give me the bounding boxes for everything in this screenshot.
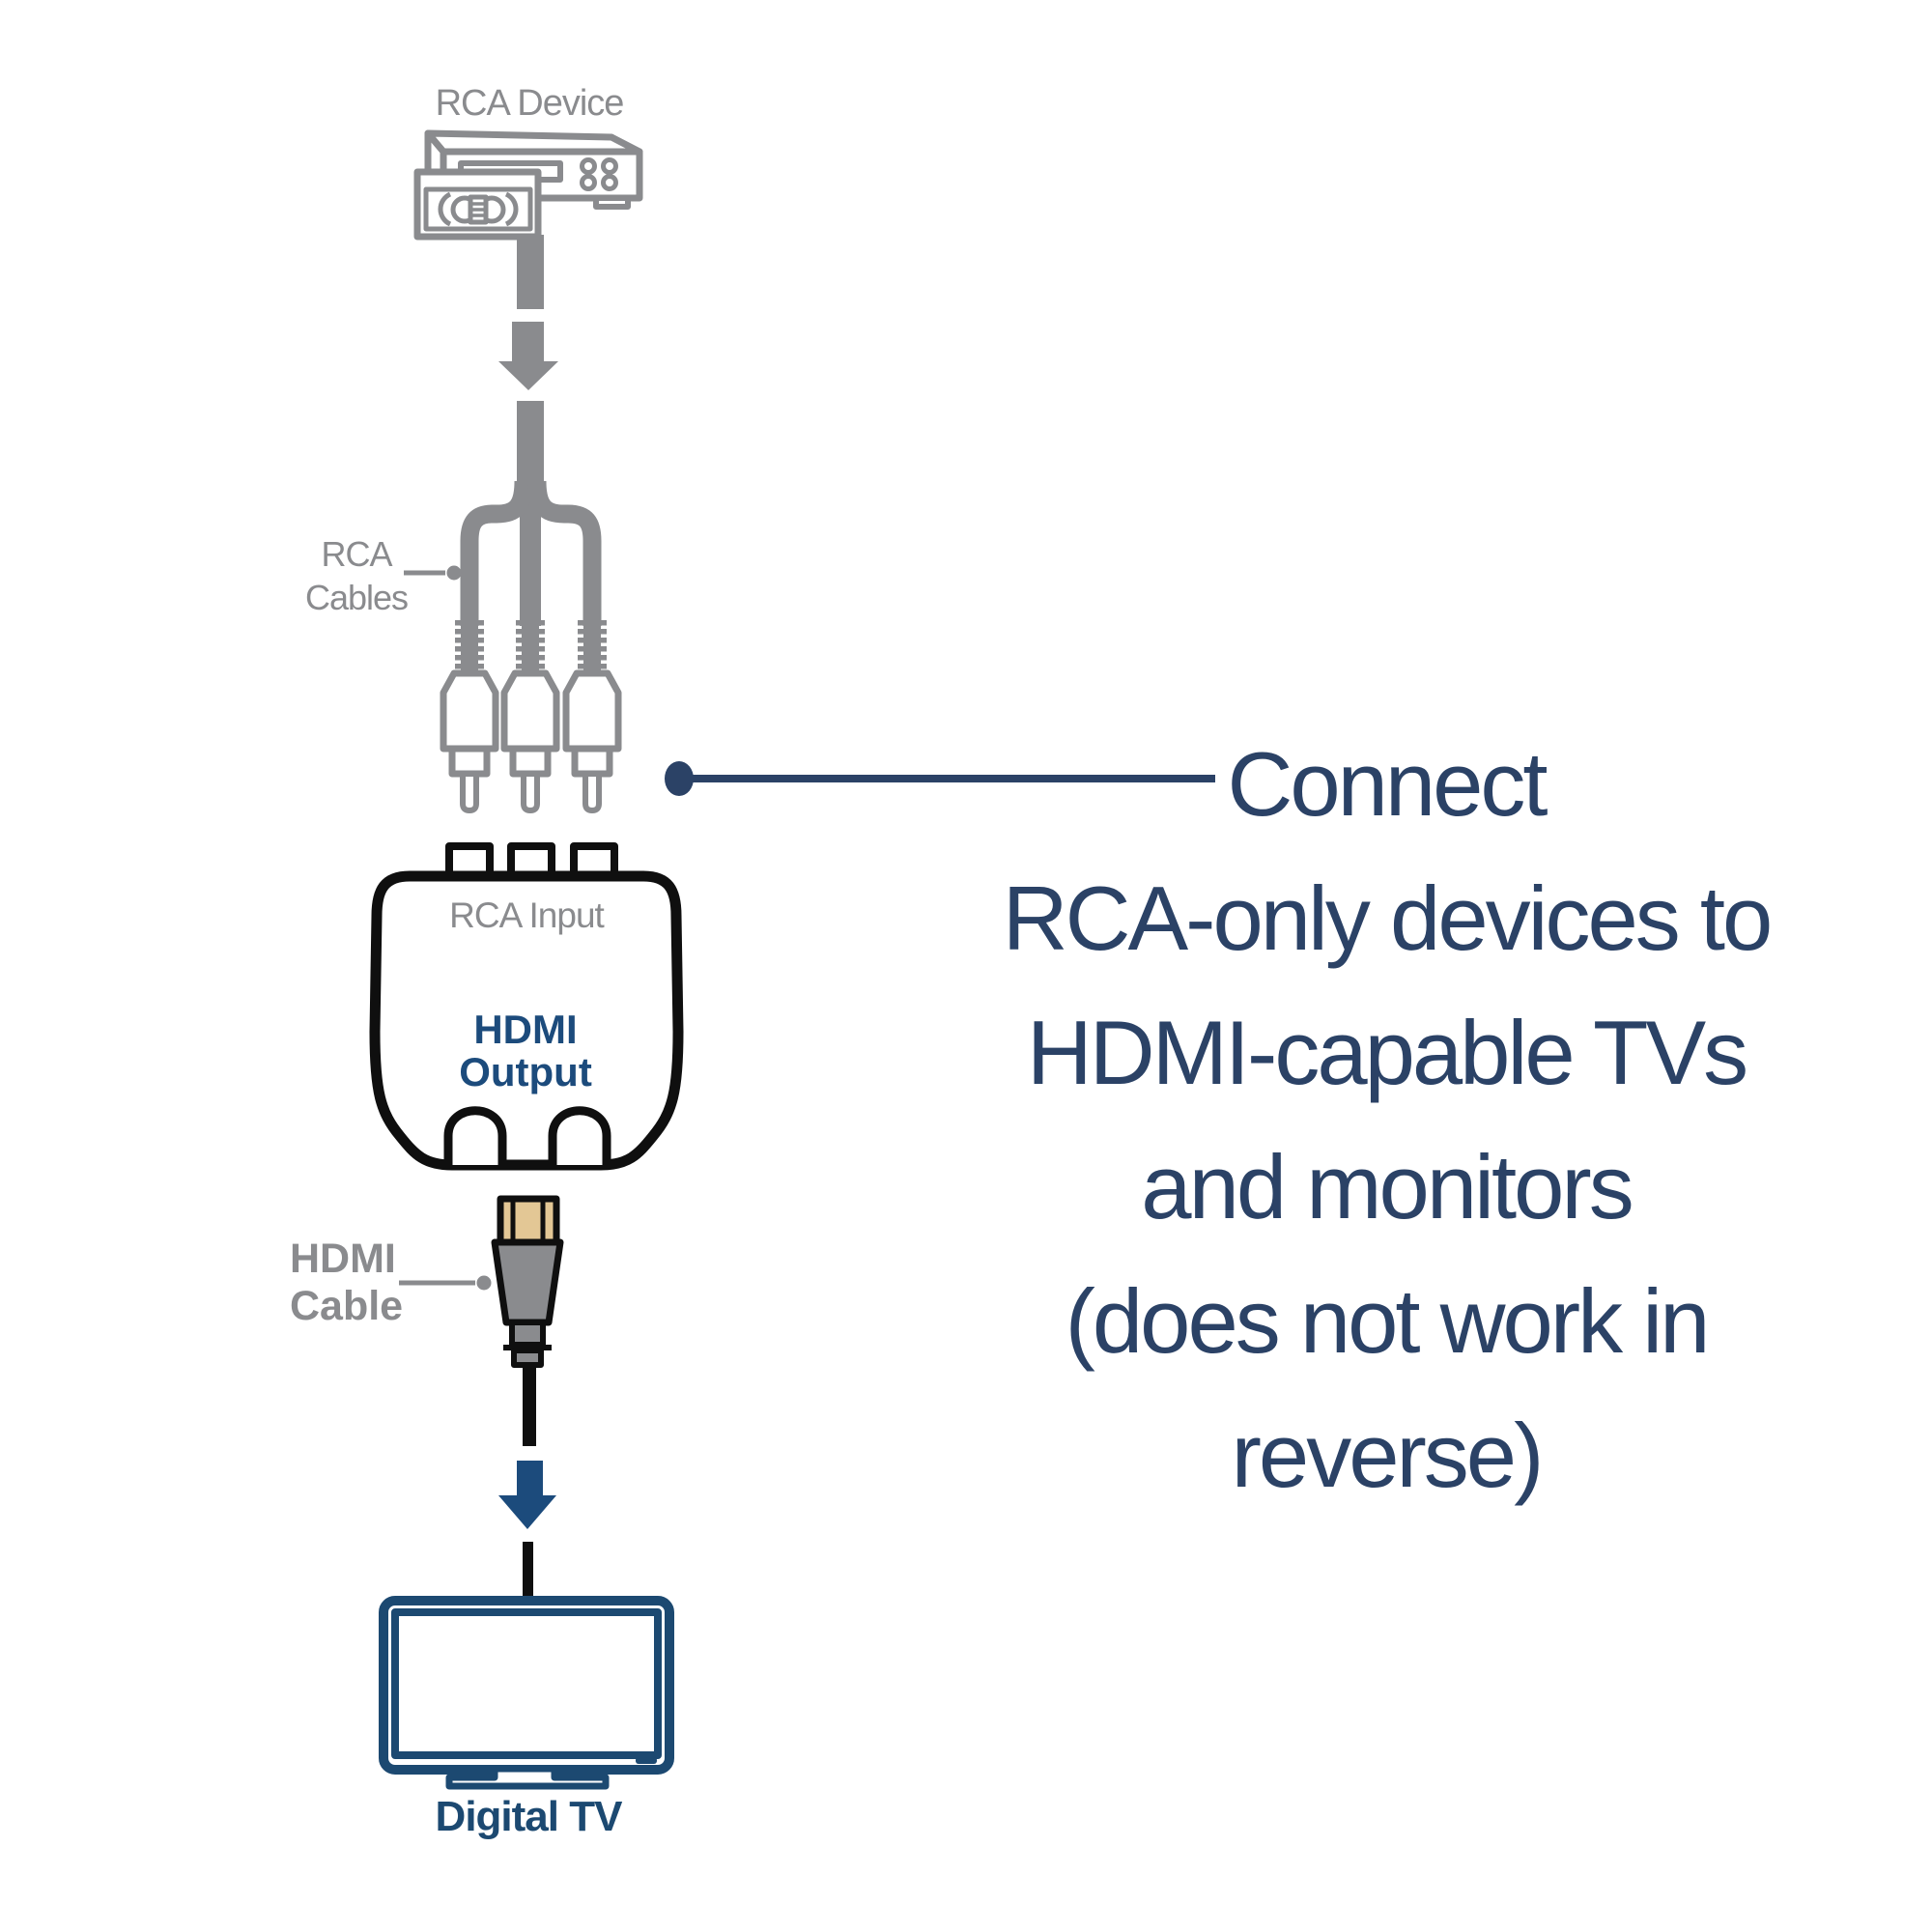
leader-dot-icon — [476, 1275, 492, 1291]
tv-cable-wire — [523, 1542, 533, 1602]
hdmi-output-label: HDMI Output — [459, 1007, 592, 1094]
hdmi-plug-icon — [491, 1195, 564, 1446]
tv-stand — [445, 1765, 610, 1790]
rca-cable-split — [460, 401, 602, 626]
callout-text: Connect RCA-only devices to HDMI-capable… — [1002, 733, 1774, 1506]
rca-plug — [440, 618, 499, 813]
converter-cable-port — [443, 1106, 507, 1165]
rca-cables-leader — [404, 565, 462, 581]
rca-device-icon — [413, 129, 643, 309]
rca-cables-label: RCA Cables — [304, 534, 409, 617]
digital-tv-icon — [379, 1596, 674, 1790]
converter-cable-port — [548, 1106, 611, 1165]
leader-dot-icon — [446, 565, 462, 581]
arrow-down-gray-icon — [498, 322, 558, 390]
tv-power-indicator — [636, 1757, 657, 1764]
rca-plug — [562, 618, 622, 813]
rca-device-label: RCA Device — [435, 83, 625, 124]
rca-plug — [500, 618, 560, 813]
leader-dot-icon — [665, 761, 694, 796]
digital-tv-label: Digital TV — [435, 1793, 623, 1840]
rca-input-label: RCA Input — [449, 895, 605, 935]
callout-leader — [665, 761, 1215, 796]
arrow-down-blue-icon — [498, 1461, 556, 1529]
hdmi-cable-label: HDMI Cable — [290, 1236, 404, 1329]
rca-plugs-icon — [440, 618, 622, 813]
hdmi-cable-leader — [399, 1275, 492, 1291]
hdmi-cable-wire — [523, 1365, 536, 1446]
converter-icon — [369, 842, 684, 1171]
device-cable-segment — [517, 235, 544, 309]
